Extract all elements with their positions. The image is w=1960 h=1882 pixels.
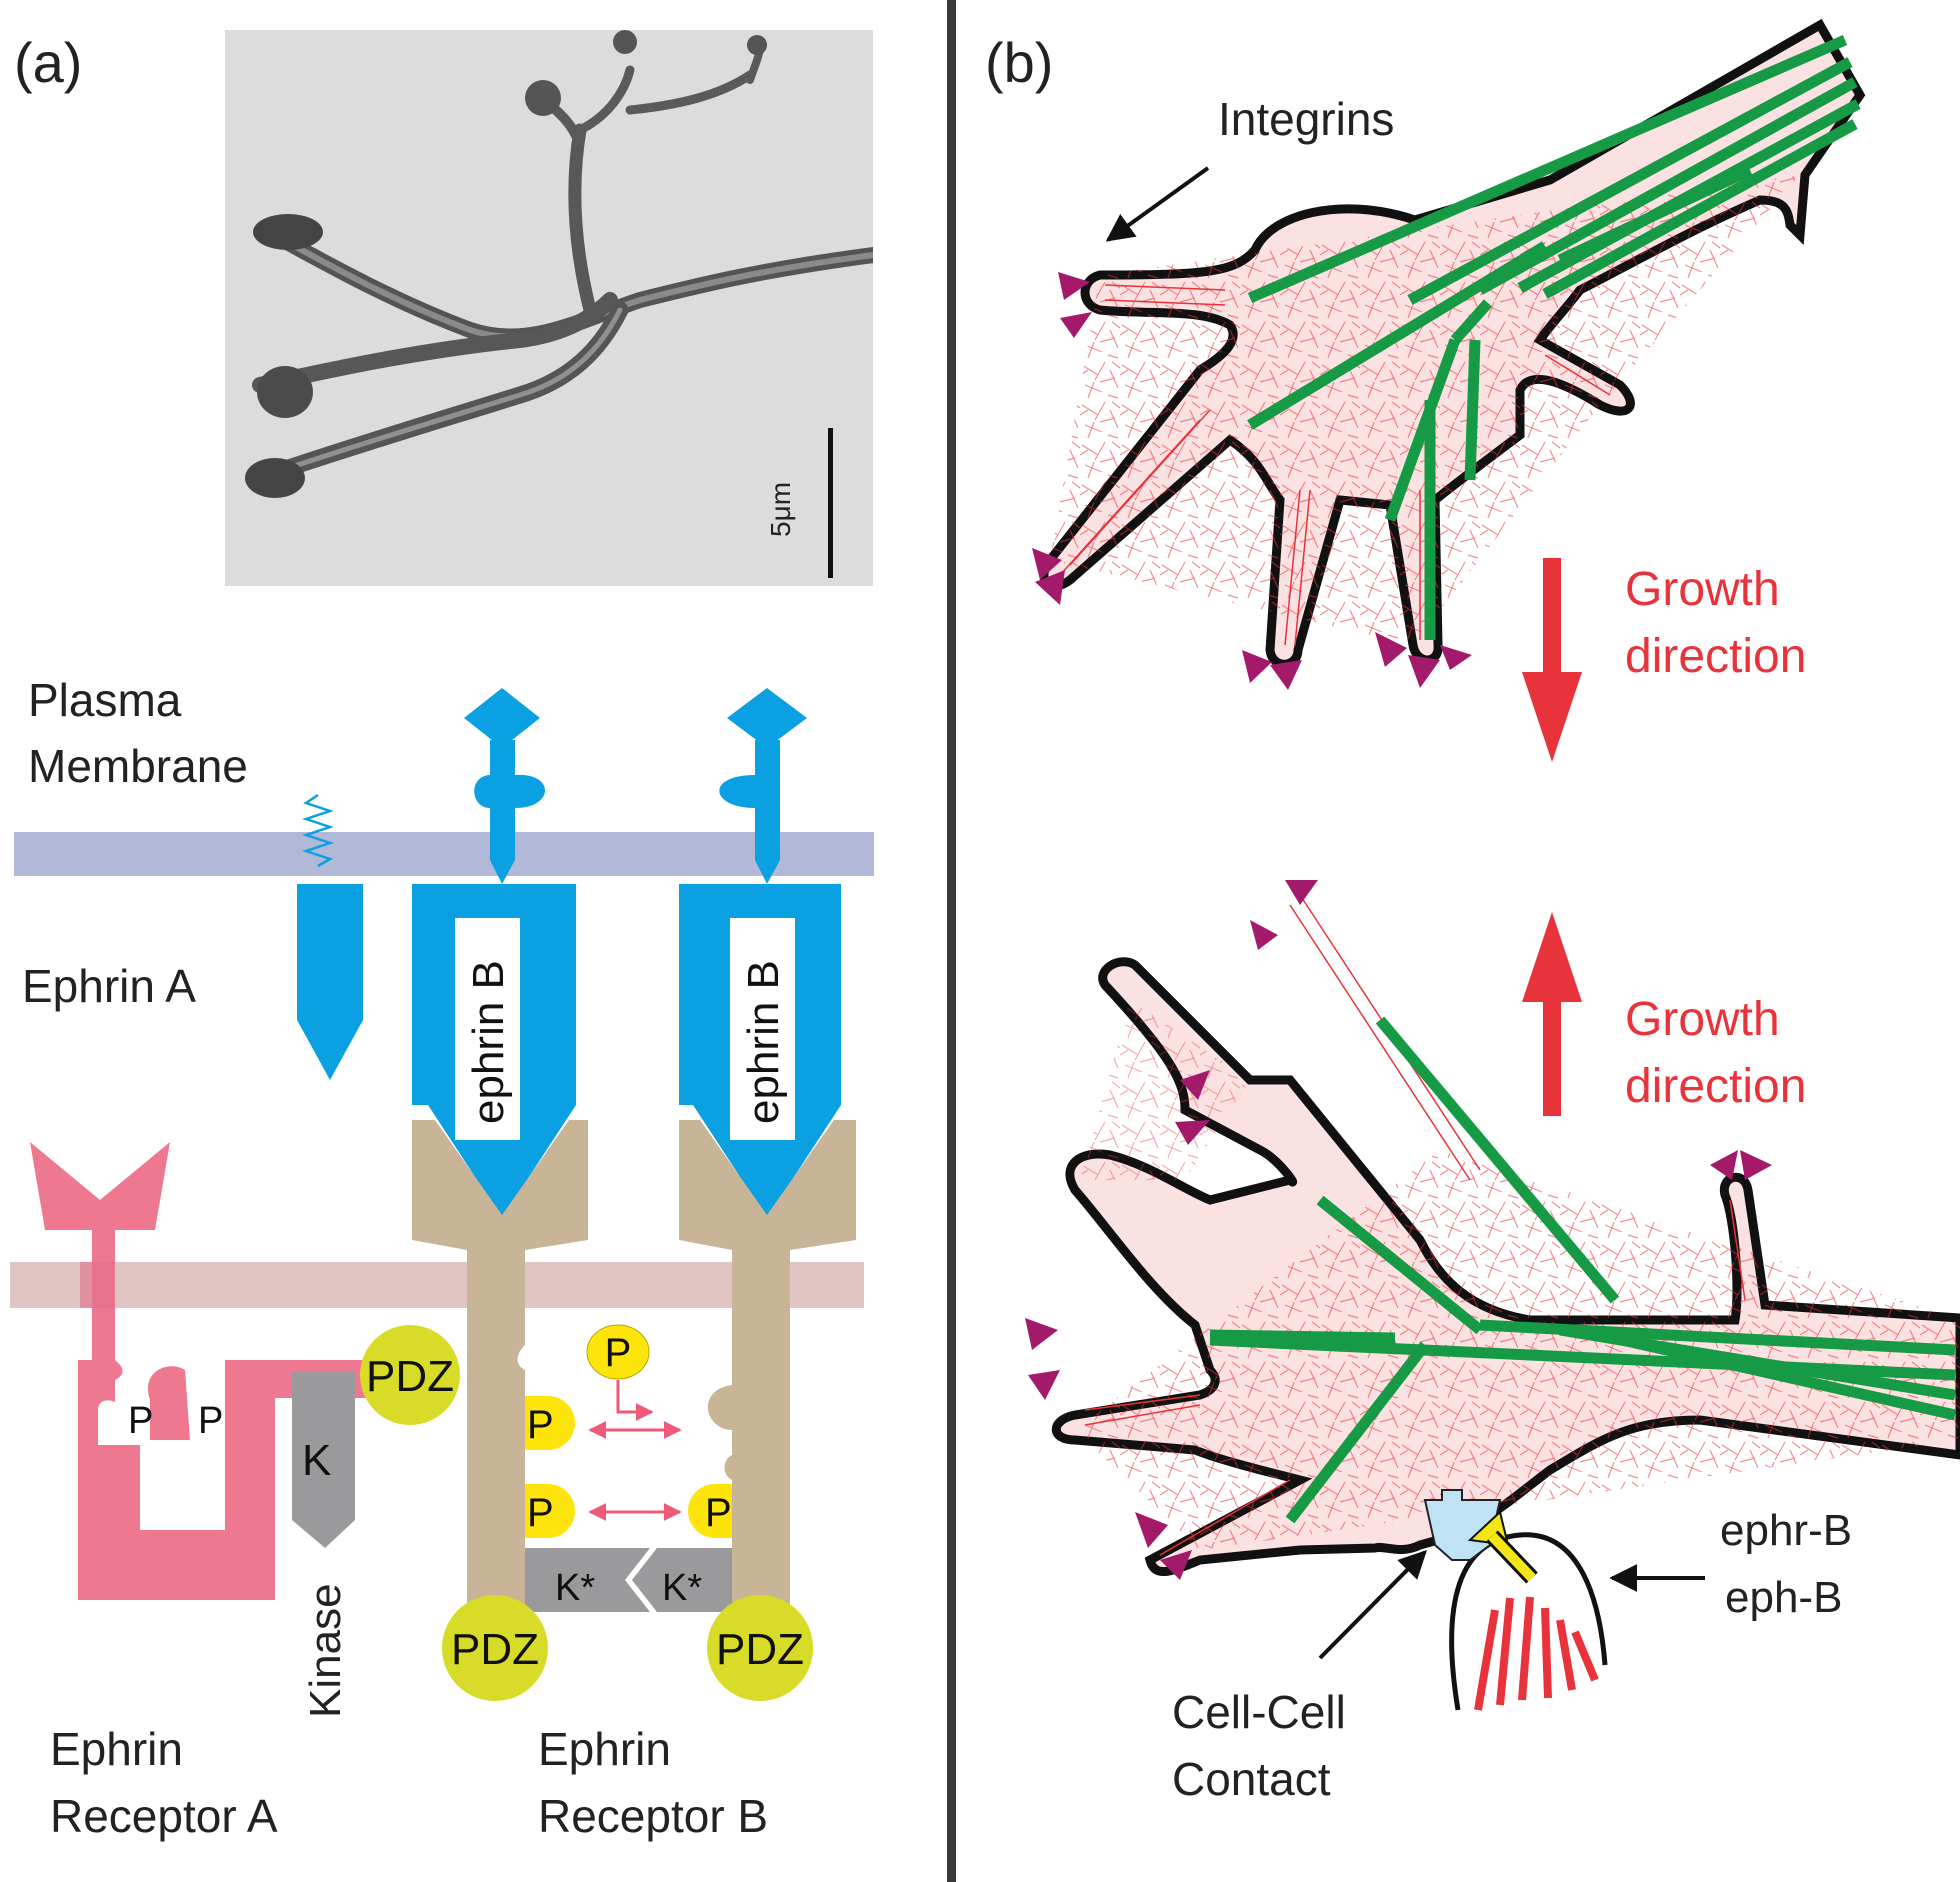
phospho-site-b-3: P	[688, 1484, 732, 1538]
integrin-markers	[1025, 272, 1772, 1580]
micrograph: 5μm	[225, 30, 873, 586]
svg-text:P: P	[527, 1403, 554, 1447]
contacting-cell	[1449, 1532, 1608, 1711]
receptor-b-label-line2: Receptor B	[538, 1790, 768, 1842]
svg-text:PDZ: PDZ	[716, 1625, 804, 1674]
ephrin-receptor-b-left	[412, 1120, 588, 1605]
scale-bar-label: 5μm	[765, 482, 796, 537]
svg-text:K: K	[302, 1436, 331, 1485]
kinase-label: Kinase	[301, 1583, 350, 1718]
growth-arrow-up	[1522, 912, 1582, 1116]
svg-text:PDZ: PDZ	[366, 1352, 454, 1401]
svg-text:K*: K*	[555, 1567, 595, 1609]
plasma-membrane-top	[14, 832, 874, 876]
ephrin-b-label-1: ephrin B	[464, 960, 513, 1124]
integrins-arrow	[1105, 166, 1210, 242]
panel-b-label: (b)	[985, 31, 1053, 94]
svg-text:P: P	[128, 1400, 153, 1442]
growth-direction-label-2-line2: direction	[1625, 1060, 1806, 1113]
svg-text:P: P	[198, 1400, 223, 1442]
ephrin-b-label-box-1: ephrin B	[455, 918, 520, 1140]
eph-b-label: eph-B	[1725, 1573, 1842, 1622]
phosphate-transfer-arrows	[588, 1380, 682, 1521]
receptor-b-label-line1: Ephrin	[538, 1723, 671, 1775]
ephrin-receptor-b-right	[679, 1120, 856, 1605]
plasma-membrane-label-line1: Plasma	[28, 674, 182, 726]
kinase-k: K	[292, 1372, 355, 1548]
growth-cone-upper	[1039, 18, 1866, 669]
pdz-domain-b-left: PDZ	[442, 1595, 548, 1701]
panel-divider	[947, 0, 956, 1882]
ephrin-a-label: Ephrin A	[22, 960, 196, 1012]
ephrin-receptor-a	[30, 1142, 380, 1600]
ephrin-b-label-box-2: ephrin B	[730, 918, 795, 1140]
plasma-membrane-label-line2: Membrane	[28, 740, 248, 792]
svg-text:P: P	[527, 1491, 554, 1535]
phospho-site-b-2: P	[525, 1484, 575, 1538]
microtubules-upper	[1247, 34, 1861, 640]
cell-contact-arrow	[1318, 1550, 1427, 1660]
scale-bar	[828, 428, 833, 578]
receptor-a-label-line2: Receptor A	[50, 1790, 278, 1842]
contact-signal-arrow	[1467, 1510, 1538, 1584]
contact-junction	[1423, 1489, 1502, 1561]
cell-contact-label-line2: Contact	[1172, 1753, 1331, 1805]
growth-arrow-down	[1522, 558, 1582, 762]
growth-direction-label-1-line1: Growth	[1625, 563, 1780, 616]
panel-a-label: (a)	[14, 31, 82, 94]
pdz-domain-a: PDZ	[360, 1325, 460, 1425]
microtubules-lower	[1209, 1016, 1957, 1524]
svg-text:P: P	[705, 1491, 732, 1535]
ephrin-b-label-2: ephrin B	[739, 960, 788, 1124]
cell-contact-label-line1: Cell-Cell	[1172, 1686, 1346, 1738]
integrins-label: Integrins	[1218, 93, 1394, 145]
growth-direction-label-2-line1: Growth	[1625, 993, 1780, 1046]
phospho-site-b-1: P	[525, 1396, 575, 1450]
plasma-membrane-bottom	[10, 1262, 864, 1308]
growth-cone-lower	[1051, 894, 1960, 1577]
phospho-site-a-2: P	[198, 1400, 223, 1442]
free-phosphate: P	[586, 1324, 650, 1380]
svg-text:PDZ: PDZ	[451, 1625, 539, 1674]
k-star-kinase-right: K*	[632, 1548, 732, 1612]
ephr-b-label: ephr-B	[1720, 1506, 1852, 1555]
svg-text:P: P	[605, 1331, 632, 1375]
receptor-a-label-line1: Ephrin	[50, 1723, 183, 1775]
svg-text:K*: K*	[662, 1567, 702, 1609]
growth-direction-label-1-line2: direction	[1625, 630, 1806, 683]
k-star-kinase-left: K*	[525, 1548, 650, 1612]
phospho-site-a-1: P	[128, 1400, 153, 1442]
ephrin-a-protein	[293, 793, 363, 1080]
pdz-domain-b-right: PDZ	[707, 1595, 813, 1701]
